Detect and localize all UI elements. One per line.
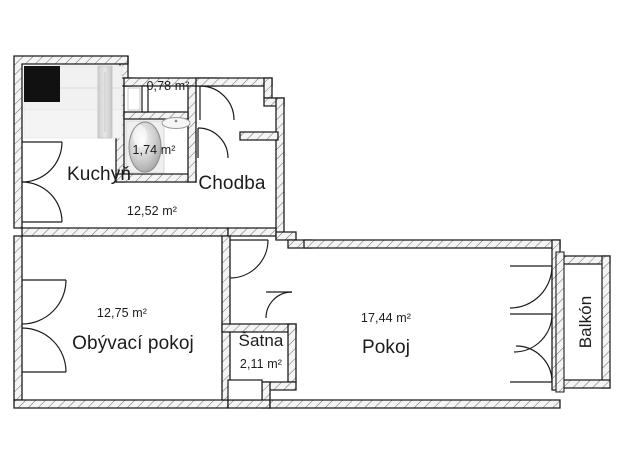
door-satna bbox=[265, 291, 293, 319]
washbasin-icon bbox=[161, 117, 191, 129]
fixtures bbox=[23, 65, 191, 174]
door-kuchyn bbox=[21, 141, 63, 223]
door-obyvaci-pokoj-balcony-left bbox=[21, 279, 67, 373]
wall-structure bbox=[13, 55, 611, 409]
door-koupelna bbox=[197, 127, 229, 159]
wc-icon bbox=[127, 87, 141, 111]
door-wc bbox=[199, 85, 235, 121]
wall-chodba bbox=[21, 77, 285, 239]
wall-obyvaci-pokoj bbox=[13, 235, 231, 409]
wall-pokoj bbox=[269, 231, 561, 409]
wall-balkon bbox=[555, 251, 611, 393]
wall-satna bbox=[221, 323, 297, 409]
door-obyvaci-pokoj bbox=[229, 239, 269, 279]
doors bbox=[21, 85, 553, 383]
kitchen-appliance bbox=[24, 66, 60, 102]
door-balkon bbox=[509, 265, 553, 383]
